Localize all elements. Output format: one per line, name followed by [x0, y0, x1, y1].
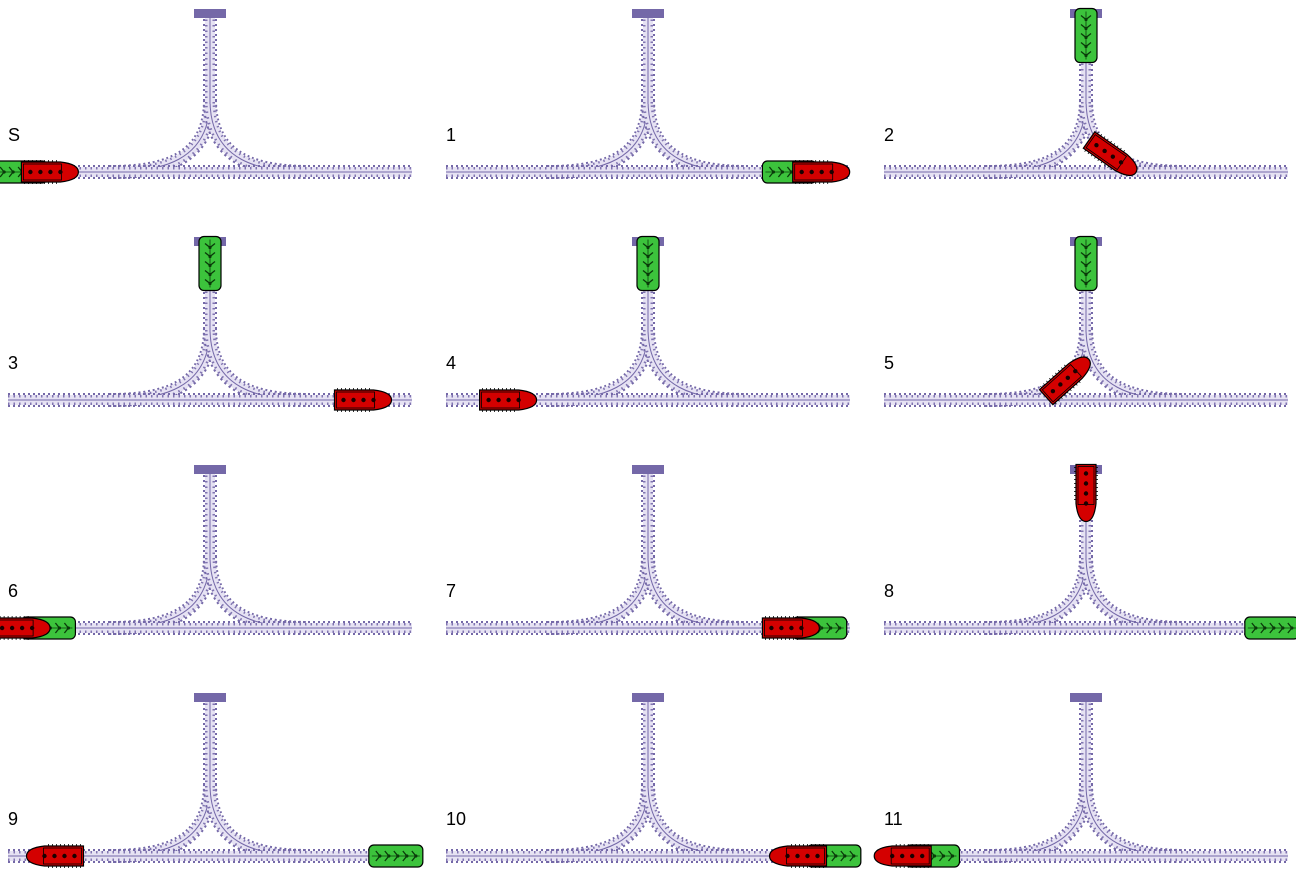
puzzle-step-panel: 9 — [0, 684, 430, 874]
buffer-stop — [194, 465, 226, 474]
wagon-car — [368, 844, 424, 868]
wagon-car — [198, 235, 222, 292]
wagon-car — [636, 235, 660, 292]
curve-track-right — [203, 783, 311, 863]
curve-track-right — [203, 99, 311, 179]
step-label: 10 — [446, 809, 467, 829]
curve-track-right — [1079, 555, 1187, 635]
engine-car — [0, 616, 51, 640]
curve-track-right — [641, 99, 749, 179]
step-label: 5 — [884, 353, 895, 373]
track-diagram — [0, 465, 412, 640]
puzzle-step-panel: 3 — [0, 228, 430, 418]
puzzle-step-panel: 4 — [438, 228, 868, 418]
curve-track-left — [985, 783, 1093, 863]
engine-car — [479, 388, 538, 412]
curve-track-right — [1079, 783, 1187, 863]
curve-track-left — [109, 555, 217, 635]
engine-car — [792, 160, 851, 184]
engine-car — [1082, 131, 1138, 177]
engine-car — [333, 388, 393, 412]
step-label: 7 — [446, 581, 457, 601]
step-label: 3 — [8, 353, 19, 373]
buffer-stop — [632, 9, 664, 18]
wagon-car — [1074, 7, 1098, 64]
curve-track-right — [641, 783, 749, 863]
track-diagram — [446, 9, 851, 184]
curve-track-left — [109, 783, 217, 863]
puzzle-step-panel: 1 — [438, 0, 868, 190]
engine-car — [873, 844, 932, 868]
curve-track-right — [641, 327, 749, 407]
curve-track-left — [109, 99, 217, 179]
buffer-stop — [1070, 693, 1102, 702]
puzzle-step-panel: 11 — [873, 684, 1296, 874]
track-diagram — [884, 235, 1288, 407]
puzzle-step-panel: 8 — [876, 456, 1296, 646]
puzzle-step-panel: 2 — [876, 0, 1296, 190]
engine-car — [1074, 463, 1098, 523]
engine-car — [20, 160, 79, 184]
step-label: 1 — [446, 125, 457, 145]
buffer-stop — [194, 693, 226, 702]
puzzle-step-panel: 5 — [876, 228, 1296, 418]
step-label: 9 — [8, 809, 19, 829]
buffer-stop — [632, 465, 664, 474]
step-label: 6 — [8, 581, 19, 601]
curve-track-left — [109, 327, 217, 407]
engine-car — [768, 844, 828, 868]
track-diagram — [873, 693, 1288, 868]
curve-track-left — [547, 99, 655, 179]
track-diagram — [884, 463, 1296, 640]
puzzle-step-panel: 10 — [438, 684, 868, 874]
puzzle-step-panel: 6 — [0, 456, 430, 646]
track-diagram — [8, 693, 424, 868]
curve-track-left — [985, 99, 1093, 179]
track-diagram — [884, 7, 1288, 179]
track-diagram — [8, 235, 412, 412]
engine-car — [761, 616, 820, 640]
track-diagram — [446, 465, 850, 640]
step-label: 11 — [884, 809, 903, 829]
step-label: 4 — [446, 353, 457, 373]
curve-track-right — [203, 327, 311, 407]
puzzle-step-panel: S — [0, 0, 430, 190]
track-diagram — [446, 235, 850, 412]
puzzle-step-panel: 7 — [438, 456, 868, 646]
step-label: 8 — [884, 581, 895, 601]
curve-track-left — [547, 783, 655, 863]
engine-car — [1038, 356, 1091, 406]
curve-track-left — [985, 555, 1093, 635]
curve-track-left — [547, 555, 655, 635]
engine-car — [25, 844, 85, 868]
track-diagram — [446, 693, 862, 868]
wagon-car — [1244, 616, 1296, 640]
step-label: 2 — [884, 125, 895, 145]
step-label: S — [8, 125, 21, 145]
curve-track-right — [641, 555, 749, 635]
curve-track-left — [547, 327, 655, 407]
buffer-stop — [632, 693, 664, 702]
track-diagram — [0, 9, 412, 184]
buffer-stop — [194, 9, 226, 18]
curve-track-right — [203, 555, 311, 635]
curve-track-right — [1079, 327, 1187, 407]
wagon-car — [1074, 235, 1098, 292]
